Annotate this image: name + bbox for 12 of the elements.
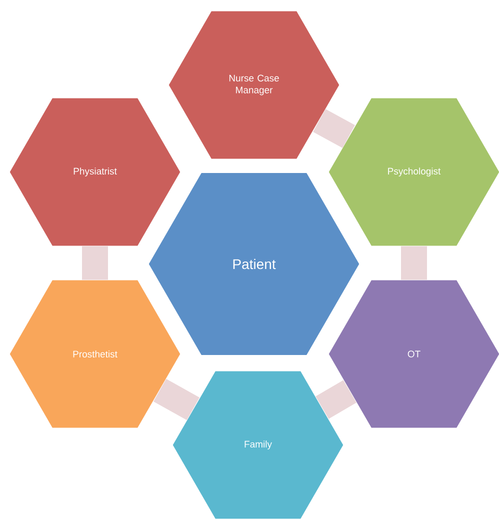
hexagon: OT — [327, 278, 499, 430]
connector-band — [82, 246, 108, 280]
hexagon: Physiatrist — [8, 96, 182, 248]
connector-band — [154, 378, 200, 420]
connector-band — [401, 246, 427, 280]
connector-band — [316, 380, 356, 419]
hexagon: Nurse Case Manager — [167, 10, 341, 160]
hexagon: Patient — [147, 171, 361, 357]
connector-band — [313, 109, 355, 148]
hexagon: Psychologist — [327, 96, 499, 248]
hexagon: Prosthetist — [8, 278, 182, 430]
hexagon: Family — [171, 370, 345, 520]
